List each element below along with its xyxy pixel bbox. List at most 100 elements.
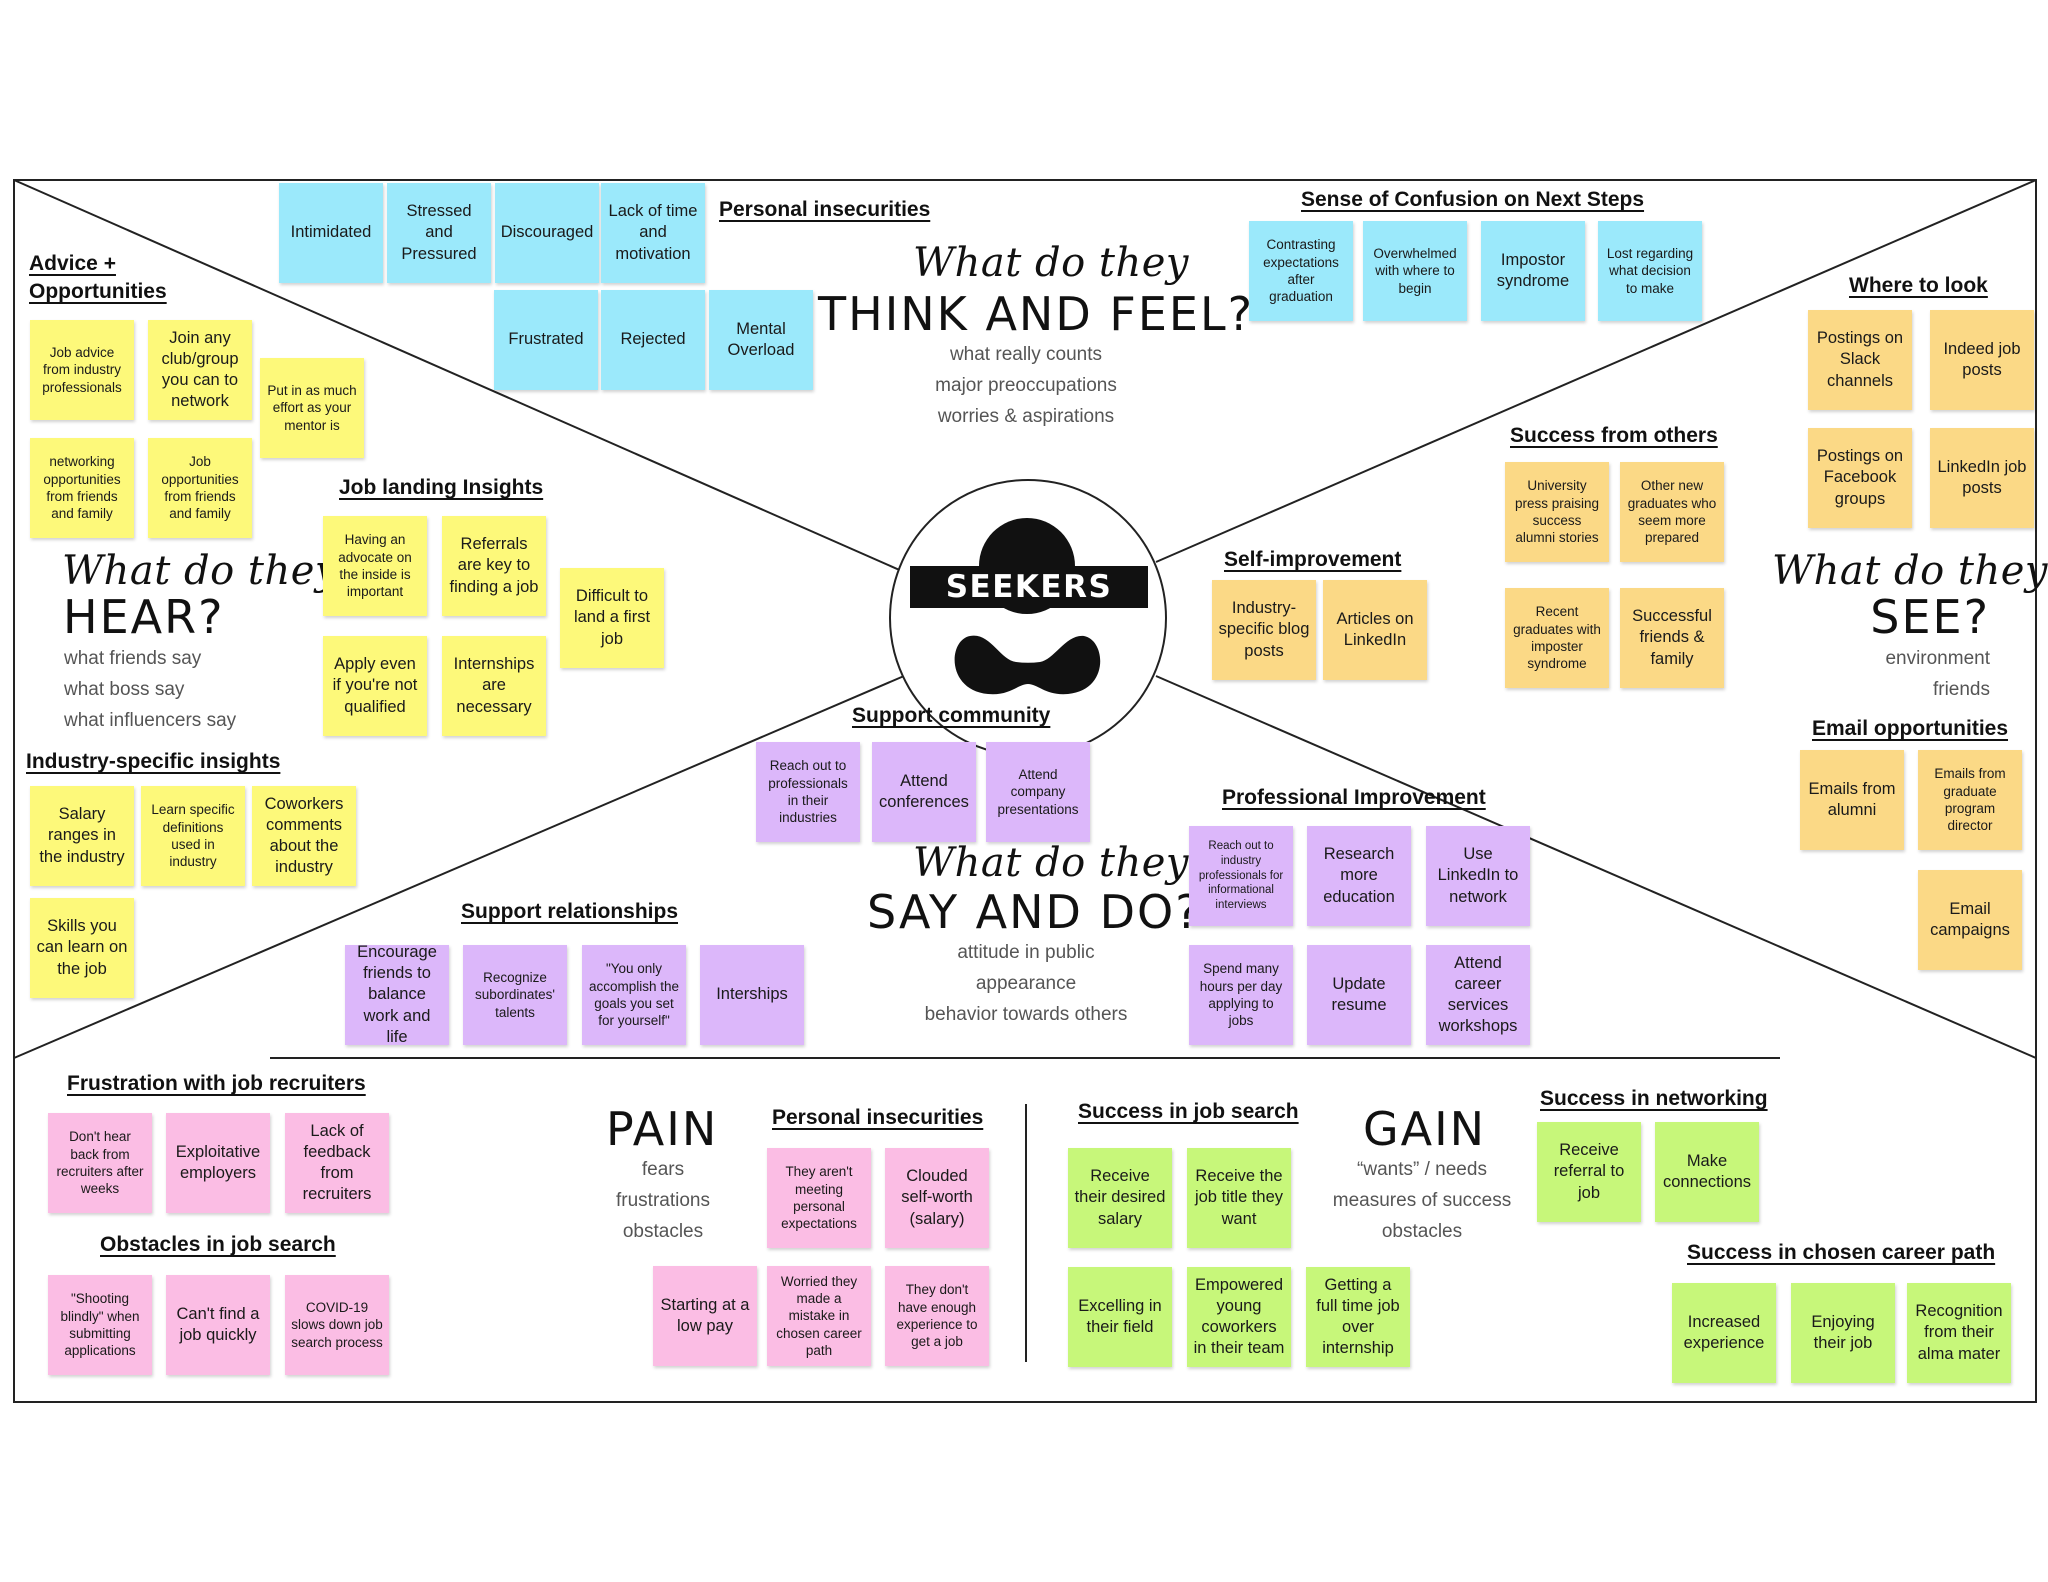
sticky-note[interactable]: Articles on LinkedIn xyxy=(1323,580,1427,680)
think-feel-line: major preoccupations xyxy=(935,375,1117,396)
sticky-note[interactable]: Impostor syndrome xyxy=(1481,221,1585,321)
seekers-title: SEEKERS xyxy=(910,566,1148,608)
sticky-note[interactable]: "Shooting blindly" when submitting appli… xyxy=(48,1275,152,1375)
sticky-note[interactable]: Starting at a low pay xyxy=(653,1266,757,1366)
sticky-note[interactable]: Mental Overload xyxy=(709,290,813,390)
gain-subtitle: “wants” / needs measures of success obst… xyxy=(1322,1154,1522,1247)
hear-title: HEAR? xyxy=(63,590,225,644)
sticky-note[interactable]: Receive referral to job xyxy=(1537,1122,1641,1222)
sticky-note[interactable]: Indeed job posts xyxy=(1930,310,2034,410)
sticky-note[interactable]: Receive the job title they want xyxy=(1187,1148,1291,1248)
sticky-note[interactable]: Worried they made a mistake in chosen ca… xyxy=(767,1266,871,1366)
sticky-note[interactable]: Apply even if you're not qualified xyxy=(323,636,427,736)
gain-title: GAIN xyxy=(1363,1102,1487,1156)
pain-line: obstacles xyxy=(622,1221,704,1242)
sticky-note[interactable]: Spend many hours per day applying to job… xyxy=(1189,945,1293,1045)
sticky-note[interactable]: Research more education xyxy=(1307,826,1411,926)
see-subtitle: environment friends xyxy=(1800,643,1990,705)
sticky-note[interactable]: Overwhelmed with where to begin xyxy=(1363,221,1467,321)
sticky-note[interactable]: Postings on Slack channels xyxy=(1808,310,1912,410)
sticky-note[interactable]: Make connections xyxy=(1655,1122,1759,1222)
sticky-note[interactable]: Lack of time and motivation xyxy=(601,183,705,283)
pain-line: frustrations xyxy=(616,1190,710,1211)
sticky-note[interactable]: Reach out to industry professionals for … xyxy=(1189,826,1293,926)
see-line: environment xyxy=(1885,648,1990,669)
sticky-note[interactable]: Having an advocate on the inside is impo… xyxy=(323,516,427,616)
sticky-note[interactable]: Intimidated xyxy=(279,183,383,283)
say-do-title: SAY AND DO? xyxy=(867,885,1202,939)
sticky-note[interactable]: Job advice from industry professionals xyxy=(30,320,134,420)
sticky-note[interactable]: Excelling in their field xyxy=(1068,1267,1172,1367)
sticky-note[interactable]: Frustrated xyxy=(494,290,598,390)
group-header-job-landing: Job landing Insights xyxy=(339,476,544,499)
sticky-note[interactable]: "You only accomplish the goals you set f… xyxy=(582,945,686,1045)
sticky-note[interactable]: Increased experience xyxy=(1672,1283,1776,1383)
sticky-note[interactable]: Don't hear back from recruiters after we… xyxy=(48,1113,152,1213)
sticky-note[interactable]: Referrals are key to finding a job xyxy=(442,516,546,616)
gain-line: measures of success xyxy=(1332,1190,1512,1211)
hear-subtitle: what friends say what boss say what infl… xyxy=(64,643,236,736)
sticky-note[interactable]: LinkedIn job posts xyxy=(1930,428,2034,528)
sticky-note[interactable]: COVID-19 slows down job search process xyxy=(285,1275,389,1375)
sticky-note[interactable]: Exploitative employers xyxy=(166,1113,270,1213)
sticky-note[interactable]: Rejected xyxy=(601,290,705,390)
sticky-note[interactable]: Recognize subordinates' talents xyxy=(463,945,567,1045)
sticky-note[interactable]: Attend company presentations xyxy=(986,742,1090,842)
sticky-note[interactable]: Contrasting expectations after graduatio… xyxy=(1249,221,1353,321)
sticky-note[interactable]: Clouded self-worth (salary) xyxy=(885,1148,989,1248)
gain-line: obstacles xyxy=(1381,1221,1463,1242)
group-header-success-career: Success in chosen career path xyxy=(1687,1241,1996,1264)
group-header-obstacles: Obstacles in job search xyxy=(100,1233,336,1256)
sticky-note[interactable]: They aren't meeting personal expectation… xyxy=(767,1148,871,1248)
group-header-success-from-others: Success from others xyxy=(1510,424,1718,447)
sticky-note[interactable]: Receive their desired salary xyxy=(1068,1148,1172,1248)
sticky-note[interactable]: Encourage friends to balance work and li… xyxy=(345,945,449,1045)
see-script: What do they xyxy=(1772,548,2048,594)
sticky-note[interactable]: Enjoying their job xyxy=(1791,1283,1895,1383)
sticky-note[interactable]: networking opportunities from friends an… xyxy=(30,438,134,538)
pain-title: PAIN xyxy=(606,1102,719,1156)
group-header-where-to-look: Where to look xyxy=(1849,274,1988,297)
sticky-note[interactable]: Email campaigns xyxy=(1918,870,2022,970)
sticky-note[interactable]: Interships xyxy=(700,945,804,1045)
hear-script: What do they xyxy=(62,548,339,594)
group-header-confusion: Sense of Confusion on Next Steps xyxy=(1301,188,1645,211)
sticky-note[interactable]: Skills you can learn on the job xyxy=(30,898,134,998)
sticky-note[interactable]: Postings on Facebook groups xyxy=(1808,428,1912,528)
sticky-note[interactable]: Recent graduates with imposter syndrome xyxy=(1505,588,1609,688)
sticky-note[interactable]: Can't find a job quickly xyxy=(166,1275,270,1375)
sticky-note[interactable]: Put in as much effort as your mentor is xyxy=(260,358,364,458)
sticky-note[interactable]: Lack of feedback from recruiters xyxy=(285,1113,389,1213)
see-line: friends xyxy=(1932,679,1990,700)
hear-line: what boss say xyxy=(64,679,185,700)
sticky-note[interactable]: Use LinkedIn to network xyxy=(1426,826,1530,926)
sticky-note[interactable]: They don't have enough experience to get… xyxy=(885,1266,989,1366)
sticky-note[interactable]: Internships are necessary xyxy=(442,636,546,736)
sticky-note[interactable]: Discouraged xyxy=(495,183,599,283)
sticky-note[interactable]: Lost regarding what decision to make xyxy=(1598,221,1702,321)
sticky-note[interactable]: Recognition from their alma mater xyxy=(1907,1283,2011,1383)
group-header-personal-insecurities-pain: Personal insecurities xyxy=(772,1106,984,1129)
sticky-note[interactable]: Attend career services workshops xyxy=(1426,945,1530,1045)
sticky-note[interactable]: Attend conferences xyxy=(872,742,976,842)
sticky-note[interactable]: Empowered young coworkers in their team xyxy=(1187,1267,1291,1367)
sticky-note[interactable]: Learn specific definitions used in indus… xyxy=(141,786,245,886)
sticky-note[interactable]: Other new graduates who seem more prepar… xyxy=(1620,462,1724,562)
sticky-note[interactable]: Salary ranges in the industry xyxy=(30,786,134,886)
think-feel-line: what really counts xyxy=(949,344,1103,365)
sticky-note[interactable]: Coworkers comments about the industry xyxy=(252,786,356,886)
sticky-note[interactable]: University press praising success alumni… xyxy=(1505,462,1609,562)
sticky-note[interactable]: Difficult to land a first job xyxy=(560,568,664,668)
sticky-note[interactable]: Industry-specific blog posts xyxy=(1212,580,1316,680)
sticky-note[interactable]: Reach out to professionals in their indu… xyxy=(756,742,860,842)
sticky-note[interactable]: Emails from alumni xyxy=(1800,750,1904,850)
see-title: SEE? xyxy=(1870,590,1990,644)
sticky-note[interactable]: Stressed and Pressured xyxy=(387,183,491,283)
sticky-note[interactable]: Successful friends & family xyxy=(1620,588,1724,688)
sticky-note[interactable]: Job opportunities from friends and famil… xyxy=(148,438,252,538)
sticky-note[interactable]: Getting a full time job over internship xyxy=(1306,1267,1410,1367)
sticky-note[interactable]: Join any club/group you can to network xyxy=(148,320,252,420)
sticky-note[interactable]: Emails from graduate program director xyxy=(1918,750,2022,850)
sticky-note[interactable]: Update resume xyxy=(1307,945,1411,1045)
